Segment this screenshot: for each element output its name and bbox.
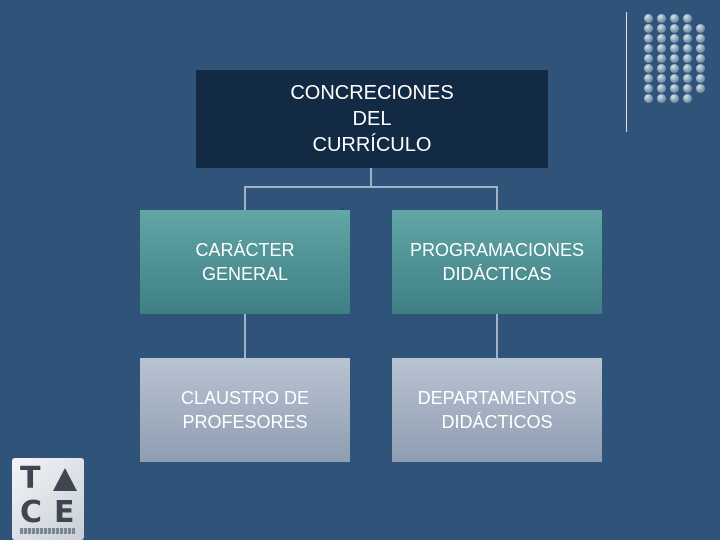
- decorative-dot: [683, 44, 692, 53]
- node-departamentos-didacticos: DEPARTAMENTOS DIDÁCTICOS: [392, 358, 602, 462]
- decorative-dot: [683, 84, 692, 93]
- decorative-dot: [657, 24, 666, 33]
- node-label: CLAUSTRO DE PROFESORES: [180, 388, 310, 432]
- decorative-dot: [696, 34, 705, 43]
- decorative-dot: [657, 84, 666, 93]
- decorative-dot: [657, 44, 666, 53]
- connector-left-drop: [244, 186, 246, 210]
- decorative-dot: [644, 34, 653, 43]
- decorative-dot: [696, 74, 705, 83]
- decorative-dot: [696, 24, 705, 33]
- decorative-dot: [657, 54, 666, 63]
- logo-letter-e: E: [54, 495, 75, 530]
- decorative-dot: [670, 14, 679, 23]
- node-label: PROGRAMACIONES DIDÁCTICAS: [409, 240, 585, 284]
- decorative-dot: [670, 84, 679, 93]
- decorative-dot: [696, 44, 705, 53]
- decorative-dot: [644, 84, 653, 93]
- decorative-dot: [683, 24, 692, 33]
- decorative-dot: [670, 74, 679, 83]
- logo-letter-t: T: [20, 461, 41, 496]
- decorative-dot: [670, 54, 679, 63]
- decorative-dot: [683, 64, 692, 73]
- decorative-dot: [696, 64, 705, 73]
- decorative-dot: [683, 74, 692, 83]
- node-label: CARÁCTER GENERAL: [195, 240, 295, 284]
- root-node-label: CONCRECIONES DEL CURRÍCULO: [290, 82, 454, 156]
- decorative-dot: [670, 94, 679, 103]
- node-programaciones-didacticas: PROGRAMACIONES DIDÁCTICAS: [392, 210, 602, 314]
- connector-left-lower: [244, 314, 246, 358]
- decorative-dot: [644, 74, 653, 83]
- decorative-dot: [644, 44, 653, 53]
- decorative-dot: [683, 54, 692, 63]
- tce-logo: T C E: [12, 458, 84, 540]
- decorative-divider: [626, 12, 627, 132]
- decorative-dot: [644, 64, 653, 73]
- connector-root-down: [370, 168, 372, 186]
- decorative-dot: [670, 44, 679, 53]
- decorative-dot: [683, 34, 692, 43]
- root-node: CONCRECIONES DEL CURRÍCULO: [196, 70, 548, 168]
- logo-caption-strip: [20, 528, 76, 534]
- connector-right-lower: [496, 314, 498, 358]
- decorative-dot: [696, 84, 705, 93]
- connector-right-drop: [496, 186, 498, 210]
- node-caracter-general: CARÁCTER GENERAL: [140, 210, 350, 314]
- decorative-dot: [657, 14, 666, 23]
- node-label: DEPARTAMENTOS DIDÁCTICOS: [417, 388, 577, 432]
- decorative-dot: [670, 34, 679, 43]
- decorative-dot: [670, 64, 679, 73]
- logo-triangle-icon: [53, 468, 77, 491]
- logo-letter-c: C: [20, 495, 43, 530]
- decorative-dot: [657, 34, 666, 43]
- decorative-dot: [644, 14, 653, 23]
- decorative-dot: [696, 54, 705, 63]
- decorative-dot: [644, 54, 653, 63]
- decorative-dot: [657, 94, 666, 103]
- decorative-dot: [657, 64, 666, 73]
- decorative-dot: [657, 74, 666, 83]
- decorative-dot: [644, 24, 653, 33]
- connector-horizontal: [244, 186, 498, 188]
- decorative-dot: [644, 94, 653, 103]
- decorative-dot: [683, 94, 692, 103]
- decorative-dot: [683, 14, 692, 23]
- decorative-dot: [670, 24, 679, 33]
- node-claustro-de-profesores: CLAUSTRO DE PROFESORES: [140, 358, 350, 462]
